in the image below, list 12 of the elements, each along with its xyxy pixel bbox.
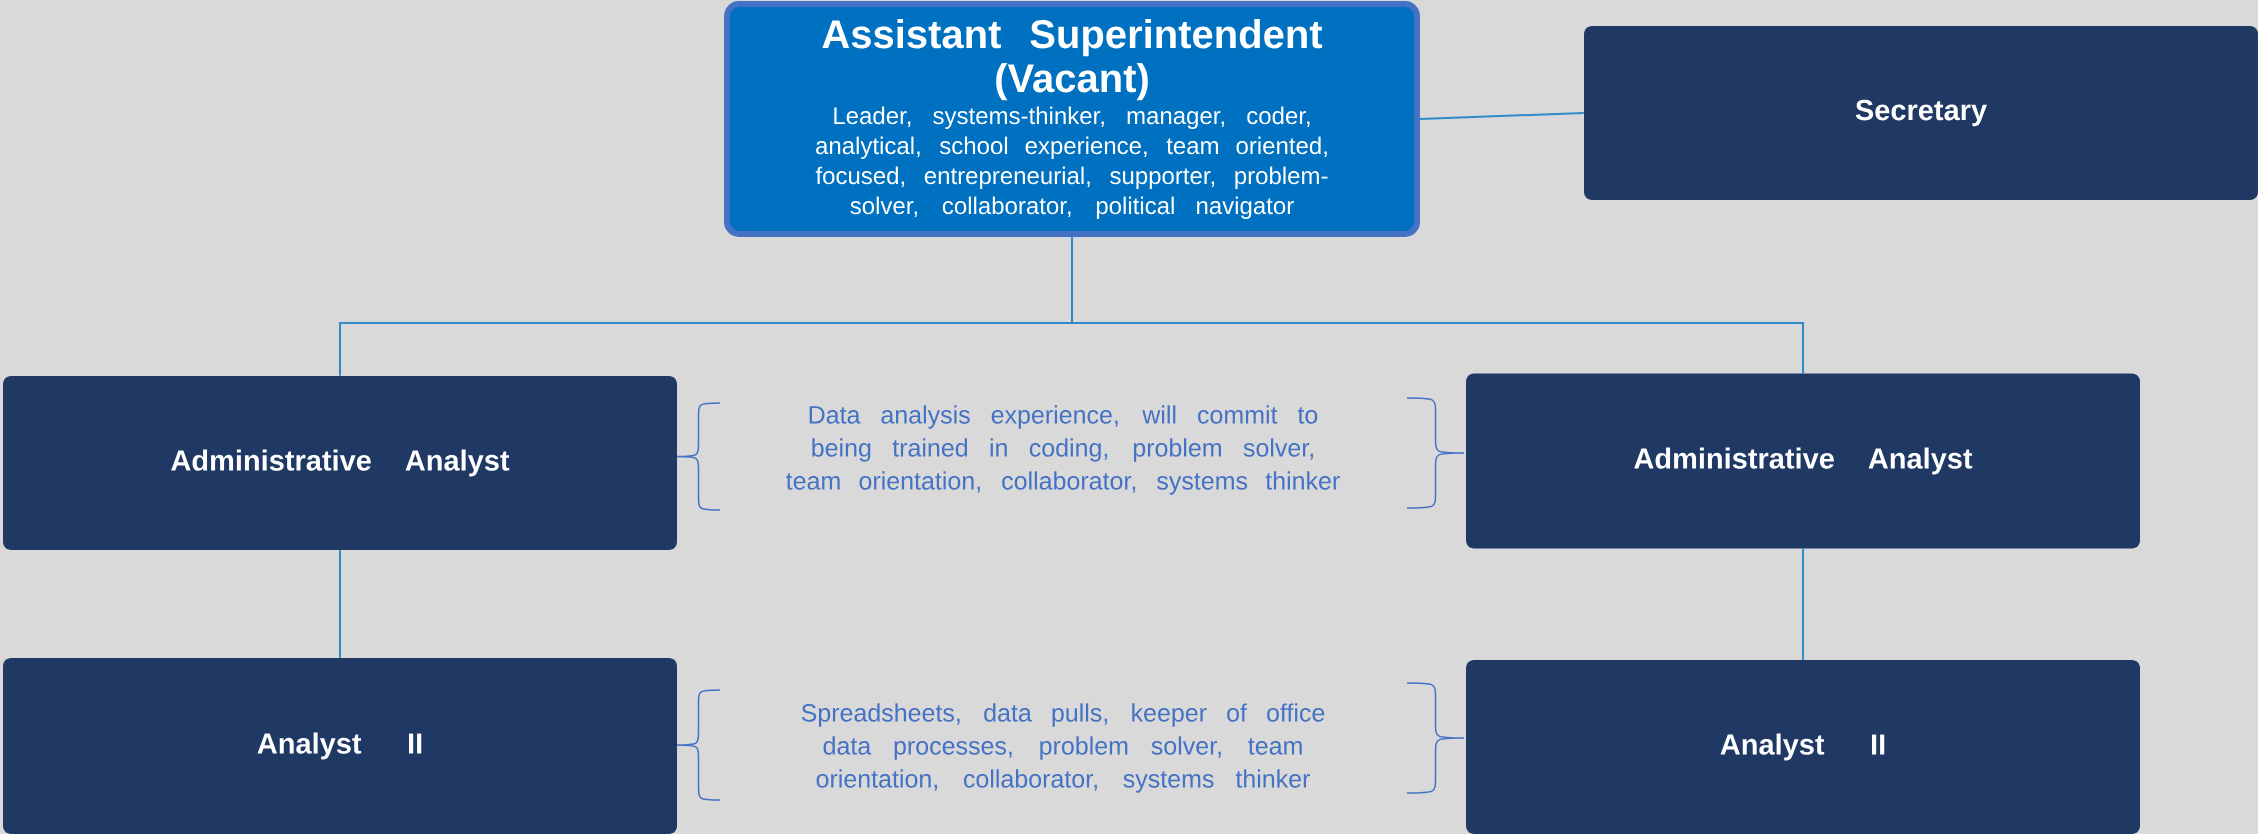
connector-line	[1419, 112, 1585, 120]
role-box: Assistant Superintendent (Vacant) Leader, systems-thinker, manager, coder, analytical, school experience, team oriented, focused, entrepreneurial, supporter, problem-solver, collaborator, political navigator	[724, 1, 1420, 237]
connector-line	[1071, 236, 1804, 375]
role-box: Analyst II	[1466, 660, 2140, 834]
role-box: Administrative Analyst	[3, 376, 677, 550]
connector-line	[1802, 547, 1804, 661]
note-text: Spreadsheets, data pulls, keeper of office data processes, problem solver, team orientation, collaborator, systems thinker	[801, 703, 1325, 793]
role-box: Analyst II	[3, 658, 677, 834]
connector-line	[339, 549, 341, 659]
role-box: Administrative Analyst	[1466, 373, 2140, 549]
note-text: Data analysis experience, will commit to being trained in coding, problem solver, team orientation, collaborator, systems thinker	[786, 405, 1340, 495]
role-box: Secretary	[1584, 26, 2258, 200]
